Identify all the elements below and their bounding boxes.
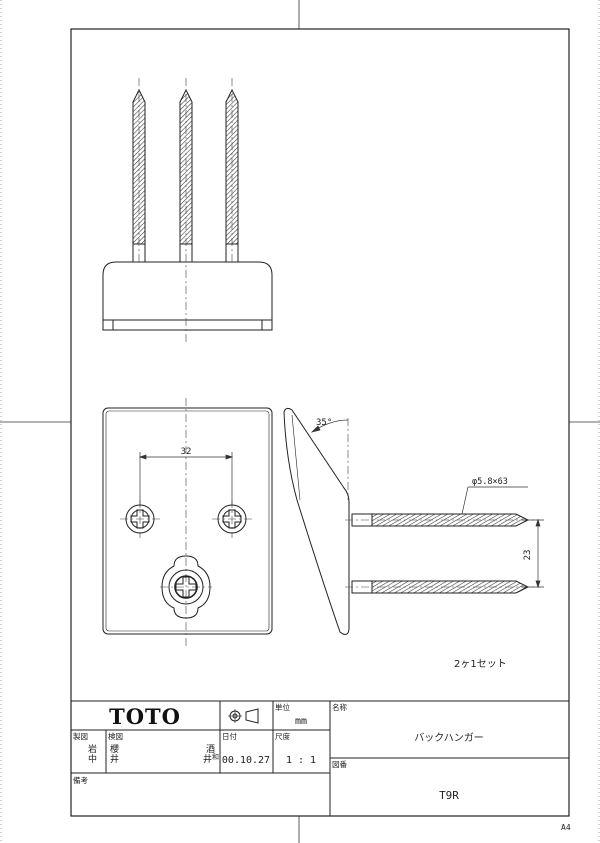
drawing-number-value: T9R (439, 789, 459, 802)
screw-spec-label: φ5.8×63 (472, 477, 508, 487)
top-view (102, 78, 273, 345)
top-view-screw-middle (179, 88, 193, 263)
drawing-frame (70, 28, 570, 817)
checked-label: 検図 (108, 731, 123, 741)
brand-logo: TOTO (109, 704, 181, 729)
third-angle-projection-icon (228, 708, 259, 724)
front-view-plate (102, 407, 273, 635)
date-value: 00.10.27 (222, 755, 270, 766)
front-keyhole-hanger (161, 555, 211, 619)
dimension-angle-label: 35° (316, 418, 332, 428)
date-label: 日付 (222, 731, 237, 741)
name-value: バックハンガー (414, 732, 484, 744)
drawn-value-2: 中 (88, 753, 97, 765)
sheet-size-label: A4 (561, 823, 571, 832)
drawing-number-label: 図番 (332, 759, 347, 769)
drawn-label: 製図 (73, 731, 88, 741)
checked-value-1: 櫻 (110, 743, 119, 755)
side-view-screw-upper (351, 513, 530, 527)
dimension-angle (310, 419, 349, 433)
drawn-value-1: 岩 (88, 743, 97, 755)
title-block (71, 700, 569, 816)
unit-label: 単位 (275, 702, 290, 712)
side-view (283, 407, 544, 635)
unit-value: mm (295, 716, 307, 727)
scale-value: 1 : 1 (286, 755, 316, 766)
approved-value-2: 井 (203, 753, 212, 765)
dimension-screw-pitch-label: 23 (523, 550, 533, 561)
front-view (102, 398, 273, 648)
dimension-screw-spacing-label: 32 (181, 447, 192, 457)
remarks-label: 備考 (73, 775, 88, 785)
dimension-screw-spacing (138, 452, 234, 505)
scale-label: 尺度 (275, 731, 290, 741)
top-view-base (102, 261, 273, 331)
approved-value-1: 酒 (206, 744, 215, 755)
approved-value-3: 和 (212, 752, 219, 761)
name-label: 名称 (332, 702, 347, 712)
side-view-screw-lower (351, 580, 530, 594)
set-quantity-note: 2ヶ1セット (454, 658, 507, 670)
checked-value-2: 井 (110, 753, 119, 765)
dimension-screw-pitch (522, 518, 544, 589)
side-view-body (283, 407, 350, 635)
screw-spec-leader (461, 486, 528, 515)
